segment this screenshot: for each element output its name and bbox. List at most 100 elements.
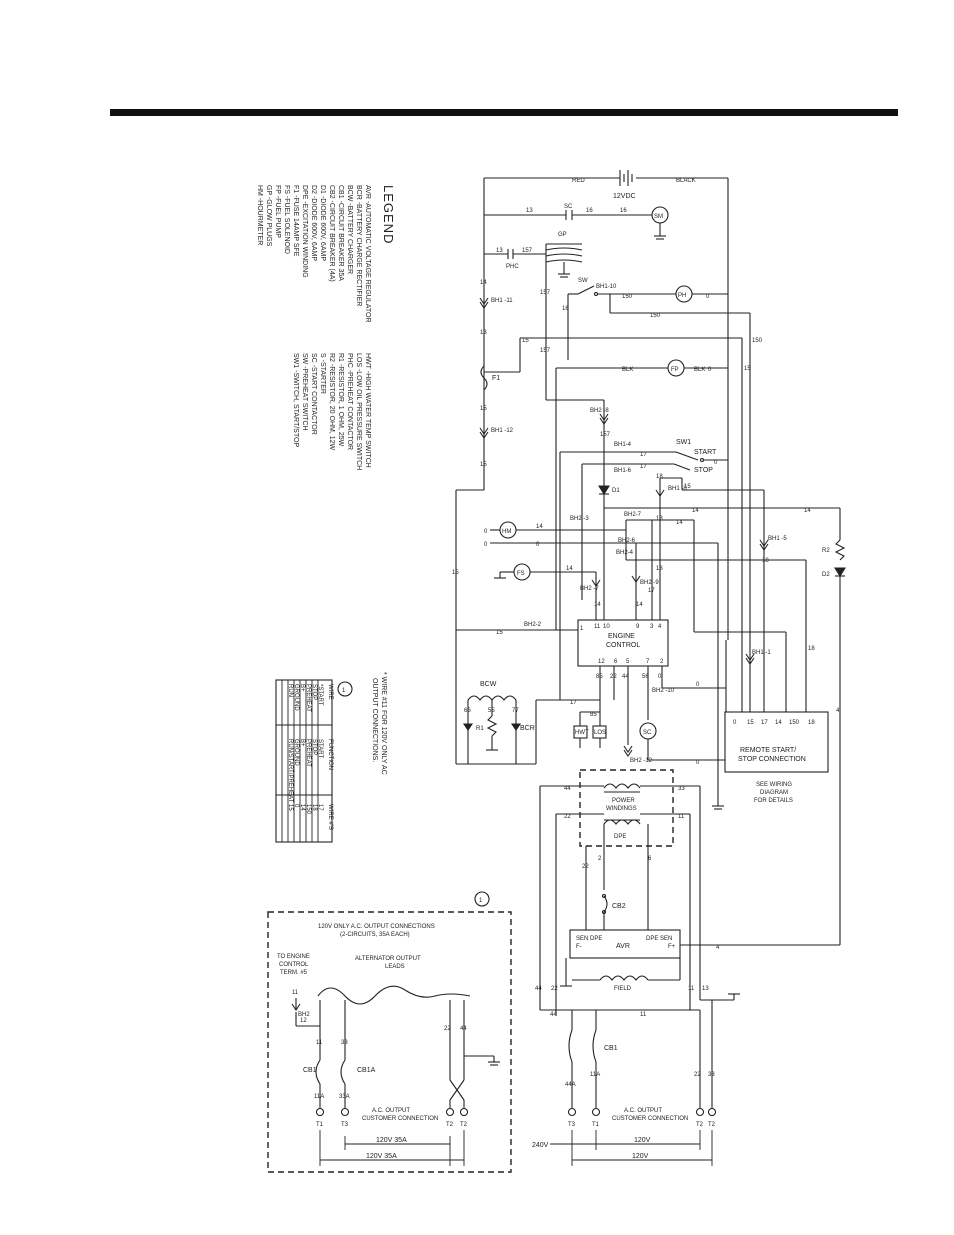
legend-line: SW1 -SWITCH, START/STOP [292, 353, 299, 447]
wire-table-cell: STOP [311, 739, 317, 755]
bh-label: BH2 -9 [640, 580, 659, 586]
inset-wire: 33A [339, 1094, 350, 1100]
generator-box [579, 769, 674, 847]
engine-control-label: CONTROL [606, 642, 640, 649]
r1-label: R1 [476, 726, 484, 732]
wire-label: 0 [696, 682, 700, 688]
sw-label: SW [578, 278, 588, 284]
legend-line: GP -GLOW PLUGS [265, 185, 272, 247]
ec-wire: 0 [658, 674, 662, 680]
avr-label: SEN DPE [576, 936, 602, 942]
inset-to-engine: TERM. #5 [280, 970, 308, 976]
fp-label: FP [671, 367, 679, 373]
bcw-wire: 66 [464, 708, 471, 714]
legend: LEGEND AVR -AUTOMATIC VOLTAGE REGULATOR … [256, 185, 396, 470]
note: 1 * WIRE #11 FOR 120V ONLY AC OUTPUT CON… [337, 672, 387, 775]
remote-pin: 150 [789, 720, 800, 726]
ac-output: A.C. OUTPUT [624, 1108, 662, 1114]
ec-pin: 9 [636, 624, 640, 630]
bh-label: BH2 -7 [580, 586, 599, 592]
start-label: START [694, 449, 717, 456]
inset-marker-label: 1 [479, 898, 483, 904]
wire-label: 14 [692, 508, 699, 514]
ec-wire: 22 [610, 674, 617, 680]
remote-label: STOP CONNECTION [738, 756, 806, 763]
bh-label: BH2-2 [524, 622, 542, 628]
wire-table-cell: GROUND [293, 684, 299, 711]
wire-label: 15 [452, 570, 459, 576]
ec-pin: 11 [594, 624, 601, 630]
bh-label: BH2 -10 [652, 688, 675, 694]
wire-label: 13 [496, 248, 503, 254]
wire-table-cell: B+ [299, 739, 305, 747]
inset-dim: 120V 35A [376, 1137, 407, 1144]
legend-line: HWT -HIGH WATER TEMP SWITCH [364, 353, 371, 468]
wire-label: 13 [526, 208, 533, 214]
ec-wire: 44 [622, 674, 629, 680]
ec-pin: 1 [580, 626, 584, 632]
inset-wire: 11 [316, 1040, 323, 1046]
ec-pin: 4 [658, 624, 662, 630]
wire-label: 44 [535, 986, 542, 992]
out-terminal: T2 [696, 1122, 704, 1128]
wire-label: 4 [716, 945, 720, 951]
los-label: LOS [594, 730, 606, 736]
inset-alt-leads: ALTERNATOR OUTPUT [355, 956, 421, 962]
main-schematic: 12VDC RED BLACK SC 13 16 16 SM 13 PHC 15… [452, 170, 846, 1166]
inset-to-engine: CONTROL [279, 962, 309, 968]
power-windings: POWER [612, 798, 635, 804]
inset-title: 120V ONLY A.C. OUTPUT CONNECTIONS [318, 924, 435, 930]
ec-wire: 85 [590, 712, 597, 718]
inset-ac-output: A.C. OUTPUT [372, 1108, 410, 1114]
inset-wire: 33 [341, 1040, 348, 1046]
legend-line: D2 -DIODE 600V, 6AMP [310, 185, 317, 261]
inset-customer: CUSTOMER CONNECTION [362, 1116, 438, 1122]
dim-120: 120V [634, 1137, 651, 1144]
wire-label: 6 [648, 856, 652, 862]
wire-label: 16 [620, 208, 627, 214]
bh-label: BH1 -11 [491, 298, 513, 304]
inset-bh-pin: 12 [300, 1018, 307, 1024]
engine-control-label: ENGINE [608, 633, 635, 640]
remote-label: REMOTE START/ [740, 747, 796, 754]
inset-120v: 1 120V ONLY A.C. OUTPUT CONNECTIONS (2-C… [267, 891, 512, 1173]
legend-line: BCR -BATTERY CHARGE RECTIFIER [355, 185, 362, 306]
bcw-wire: 77 [512, 708, 519, 714]
ec-pin: 7 [646, 659, 650, 665]
battery-label: 12VDC [613, 193, 636, 200]
engine-control [577, 619, 669, 667]
wire-label: 2 [598, 856, 602, 862]
field-label: FIELD [614, 986, 632, 992]
out-wire: 33 [708, 1072, 715, 1078]
hm-label: HM [502, 529, 511, 535]
wire-table-cell: 0 [293, 804, 299, 808]
avr-name: AVR [616, 943, 630, 950]
wire-label: 0 [484, 542, 488, 548]
legend-line: LOS -LOW OIL PRESSURE SWITCH [355, 353, 362, 470]
legend-line: SC -START CONTACTOR [310, 353, 317, 435]
out-terminal: T1 [592, 1122, 600, 1128]
wire-label: 17 [570, 700, 577, 706]
wire-label: 17 [640, 452, 647, 458]
wire-label: 18 [656, 516, 663, 522]
wire-table-cell: START [317, 739, 323, 758]
wire-label: 15 [480, 462, 487, 468]
see-wiring: DIAGRAM [760, 790, 788, 796]
wire-label: 150 [752, 338, 763, 344]
legend-line: PHC -PREHEAT CONTACTOR [346, 353, 353, 450]
sc-label: SC [564, 204, 573, 210]
avr-label: DPE SEN [646, 936, 672, 942]
bh-label: BH2-4 [616, 550, 634, 556]
bh-label: BH2 -3 [570, 516, 589, 522]
remote-pin: 18 [808, 720, 815, 726]
bh-label: BH1 -5 [768, 536, 787, 542]
ec-pin: 12 [598, 659, 605, 665]
customer: CUSTOMER CONNECTION [612, 1116, 688, 1122]
avr-label: F- [576, 944, 582, 950]
inset-subtitle: (2-CIRCUITS, 35A EACH) [340, 932, 410, 938]
inset-alt-leads: LEADS [385, 964, 405, 970]
legend-line: CB1 -CIRCUIT BREAKER 35A [337, 185, 344, 281]
note-line: OUTPUT CONNECTIONS. [371, 678, 378, 762]
blk-label: BLK [694, 367, 705, 373]
wire-label: 0 [484, 529, 488, 535]
